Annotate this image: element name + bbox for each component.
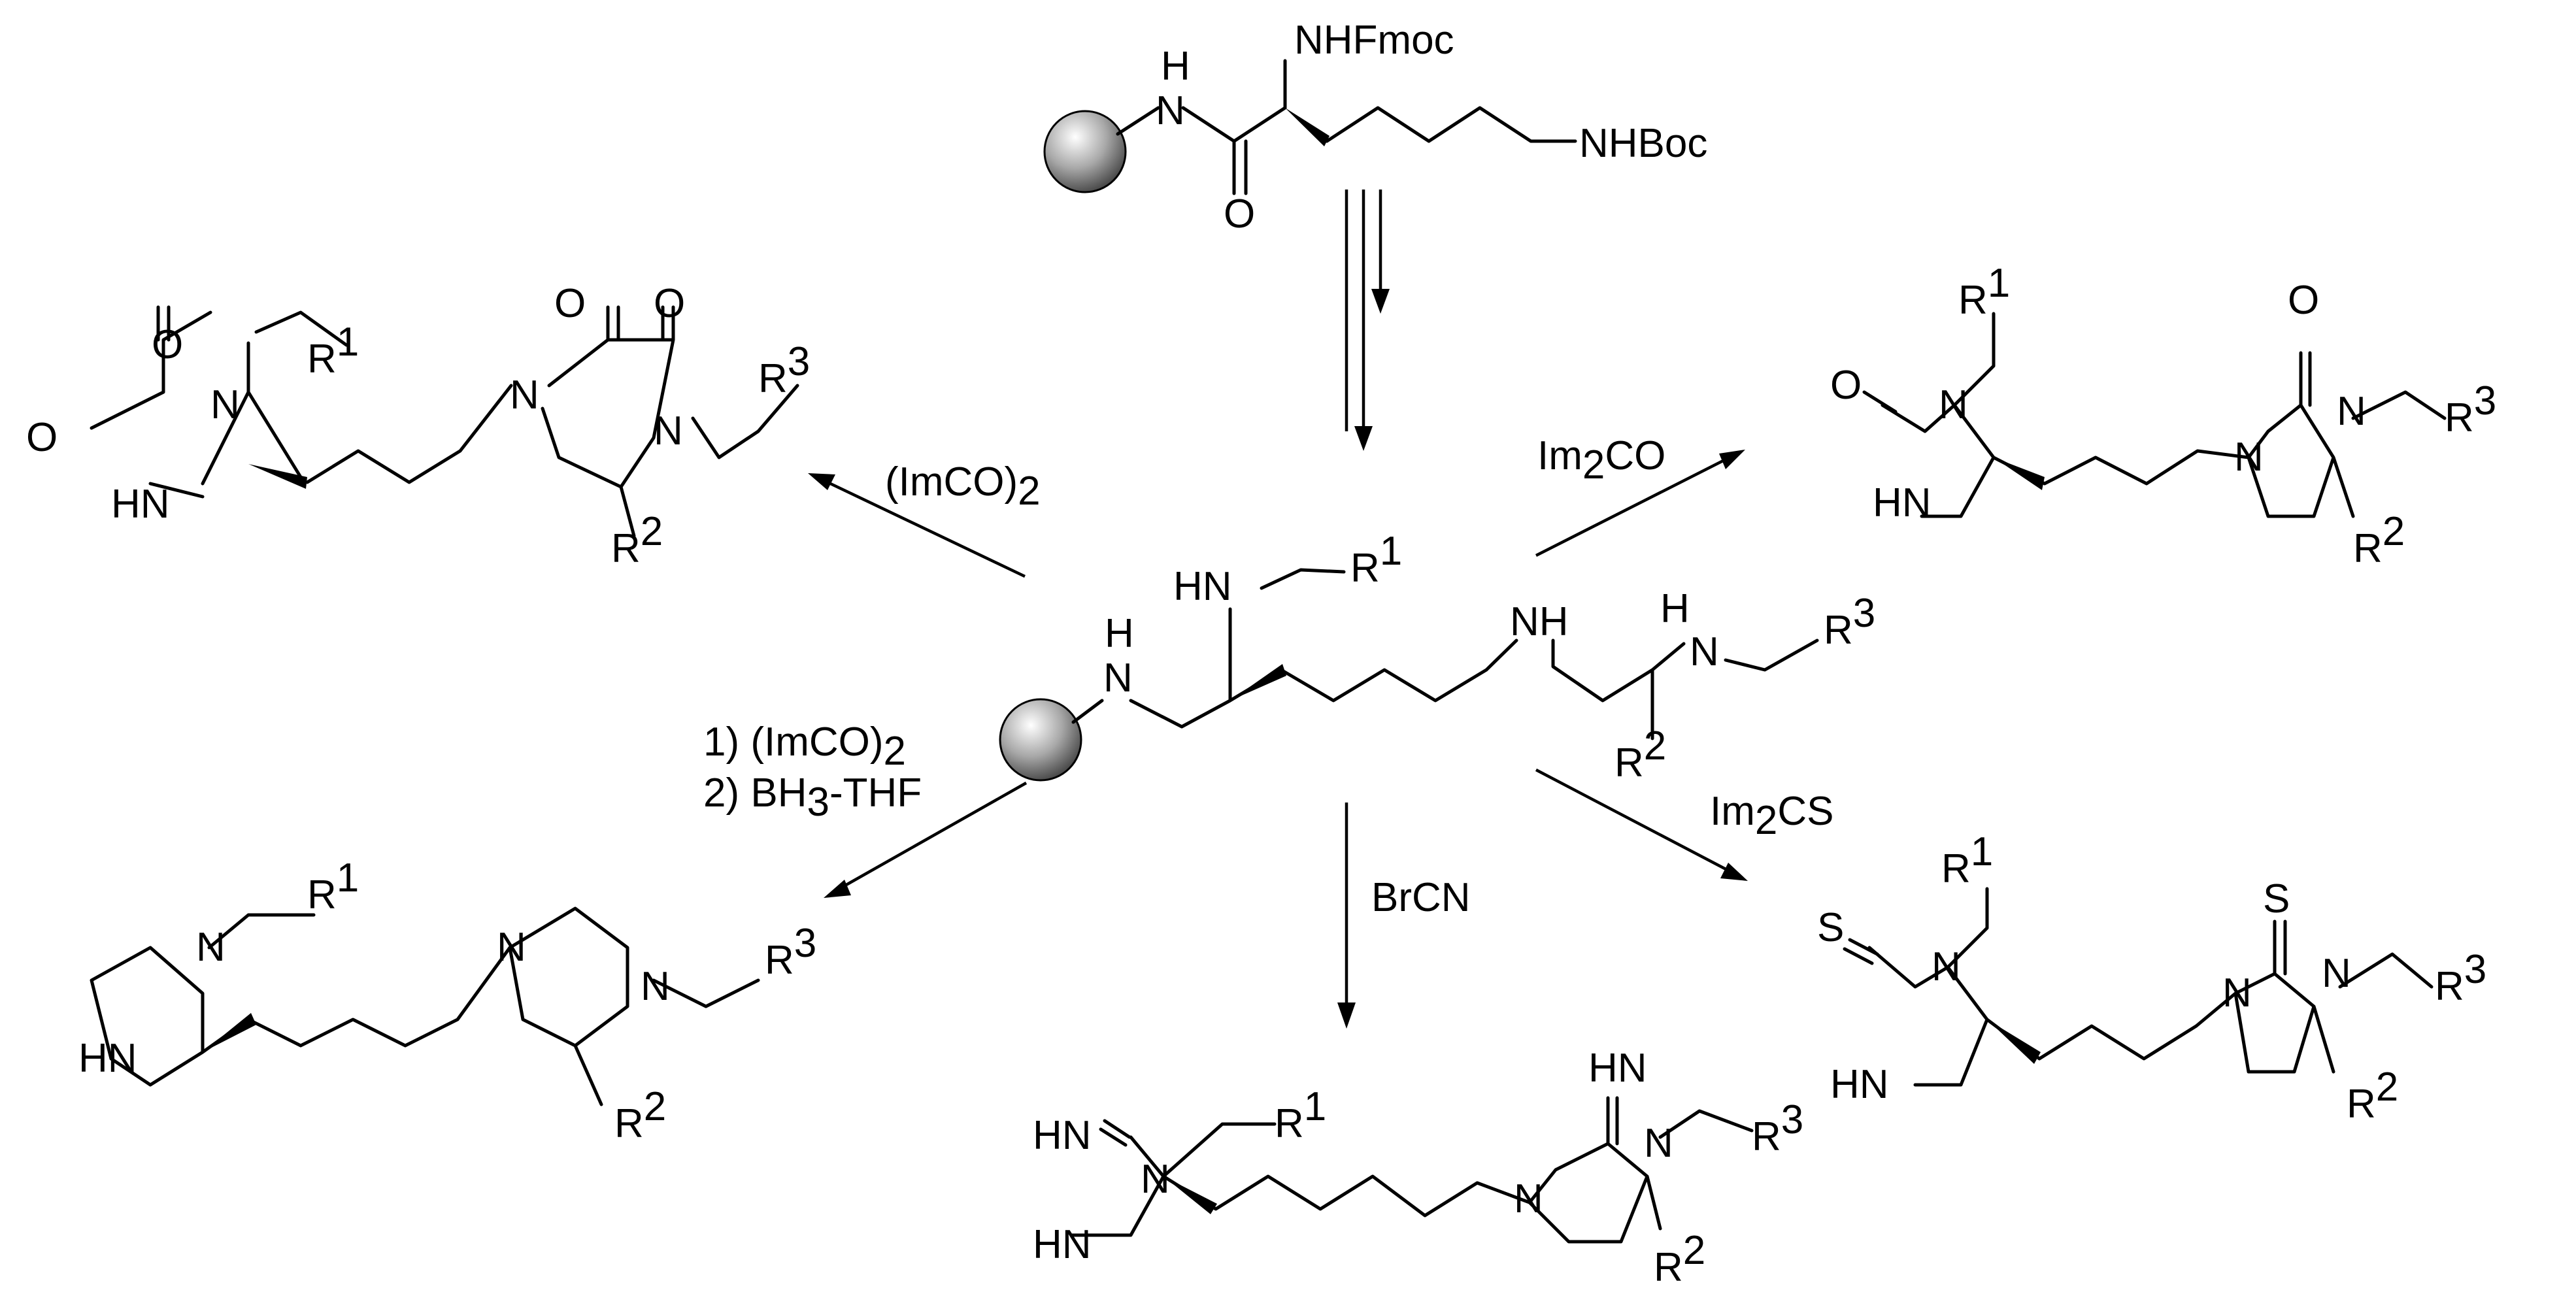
reagent-im2cs: Im2CS: [1710, 789, 1834, 843]
n-label-2: N: [2234, 435, 2264, 480]
hn-imine-label-2: HN: [1588, 1046, 1647, 1091]
multistep-arrow: [1345, 190, 1390, 451]
hn-r1-label: HN: [1173, 564, 1232, 609]
reagent-brcn: BrCN: [1371, 875, 1471, 920]
amide-h: H: [1161, 44, 1190, 89]
o-label-2: O: [26, 415, 58, 460]
o-label-1: O: [1830, 363, 1862, 408]
stereo-wedge: [1163, 1176, 1217, 1214]
r2-label: R2: [1614, 723, 1666, 786]
stereo-wedge: [1230, 664, 1286, 701]
n-label-1: N: [1932, 944, 1961, 989]
r3-label: R3: [758, 339, 810, 401]
stereo-wedge: [1285, 108, 1330, 146]
stereo-wedge: [1994, 457, 2045, 490]
arrow-to-imidazolidinethione: Im2CS: [1535, 769, 1834, 881]
nh-mid-label: NH: [1510, 599, 1569, 644]
stereo-wedge: [203, 1013, 256, 1052]
n-label-2: N: [1514, 1176, 1543, 1221]
hn-label: HN: [1873, 480, 1932, 525]
r1-label: R1: [307, 855, 359, 918]
resin-bead-icon: [1043, 110, 1127, 193]
amide-n: N: [1156, 88, 1185, 133]
carbonyl-o: O: [1224, 191, 1255, 237]
resin-nh-h: H: [1105, 611, 1134, 656]
r1-label: R1: [1350, 529, 1402, 591]
r2-label: R2: [611, 509, 663, 571]
arrow-to-iminoimidazolidine: BrCN: [1337, 803, 1471, 1029]
nh2-n: N: [1690, 629, 1719, 674]
n-label-2: N: [497, 925, 526, 970]
nhfmoc-label: NHFmoc: [1294, 18, 1454, 63]
r3-label: R3: [765, 921, 816, 983]
n-label-3: N: [1644, 1121, 1673, 1166]
hn-label: HN: [78, 1036, 137, 1081]
product-imidazolidinone: O N HN R1 O N N R3 R2: [1830, 261, 2496, 571]
r3-label: R3: [2445, 378, 2496, 440]
starting-material: H N O NHFmoc NHBoc: [1043, 18, 1707, 237]
reagent-step1: 1) (ImCO)2: [703, 720, 906, 774]
n-label-1: N: [1939, 382, 1968, 427]
n-label-1: N: [196, 925, 226, 970]
s-label-1: S: [1817, 905, 1844, 950]
r1-label: R1: [307, 320, 359, 382]
r3-label: R3: [2435, 947, 2486, 1009]
resin-bead-icon: [999, 698, 1082, 782]
r2-label: R2: [2347, 1065, 2398, 1127]
nh2-h: H: [1660, 586, 1690, 631]
r2-label: R2: [1654, 1228, 1705, 1290]
o-label-2: O: [2288, 278, 2319, 323]
r3-label: R3: [1752, 1097, 1803, 1159]
product-iminoimidazolidine: HN N HN R1 HN N N R3 R2: [1033, 1046, 1803, 1290]
arrow-to-piperazine: 1) (ImCO)2 2) BH3-THF: [703, 720, 1028, 898]
hn-imine-label-1: HN: [1033, 1113, 1092, 1158]
reagent-imco2: (ImCO)2: [885, 459, 1041, 514]
stereo-wedge: [248, 464, 307, 489]
n-label-3: N: [641, 964, 670, 1009]
n-label-2: N: [2222, 970, 2252, 1016]
reagent-im2co: Im2CO: [1537, 433, 1665, 488]
r2-label: R2: [614, 1084, 666, 1146]
stereo-wedge: [1987, 1019, 2041, 1064]
r1-label: R1: [1941, 829, 1993, 891]
reagent-step2: 2) BH3-THF: [703, 770, 922, 825]
product-imidazolidinethione: S N HN R1 S N N R3 R2: [1817, 829, 2486, 1127]
n-label-3: N: [2337, 389, 2366, 434]
arrow-to-diketopiperazine: (ImCO)2: [808, 459, 1041, 578]
n-label-1: N: [210, 382, 240, 427]
arrow-to-imidazolidinone: Im2CO: [1535, 433, 1745, 557]
r1-label: R1: [1275, 1084, 1326, 1146]
hn-label: HN: [111, 482, 170, 527]
n-label-3: N: [2322, 951, 2351, 996]
resin-nh-n: N: [1103, 655, 1133, 701]
r3-label: R3: [1824, 591, 1875, 653]
product-piperazine: N HN R1 N N R3 R2: [78, 855, 816, 1146]
n-label-1: N: [1141, 1157, 1170, 1202]
n-label-3: N: [654, 408, 683, 454]
hn-label: HN: [1033, 1222, 1092, 1267]
hn-label: HN: [1830, 1062, 1889, 1107]
o-label-3: O: [554, 281, 586, 326]
s-label-2: S: [2263, 876, 2290, 921]
nhboc-label: NHBoc: [1579, 121, 1707, 166]
o-label-1: O: [152, 322, 183, 367]
r2-label: R2: [2353, 509, 2405, 571]
central-intermediate: H N HN R1 NH H N R3 R2: [999, 529, 1875, 786]
product-diketopiperazine: O O N HN R1 O O N N R3 R2: [26, 281, 810, 571]
o-label-4: O: [654, 281, 685, 326]
n-label-2: N: [510, 373, 539, 418]
r1-label: R1: [1958, 261, 2010, 323]
